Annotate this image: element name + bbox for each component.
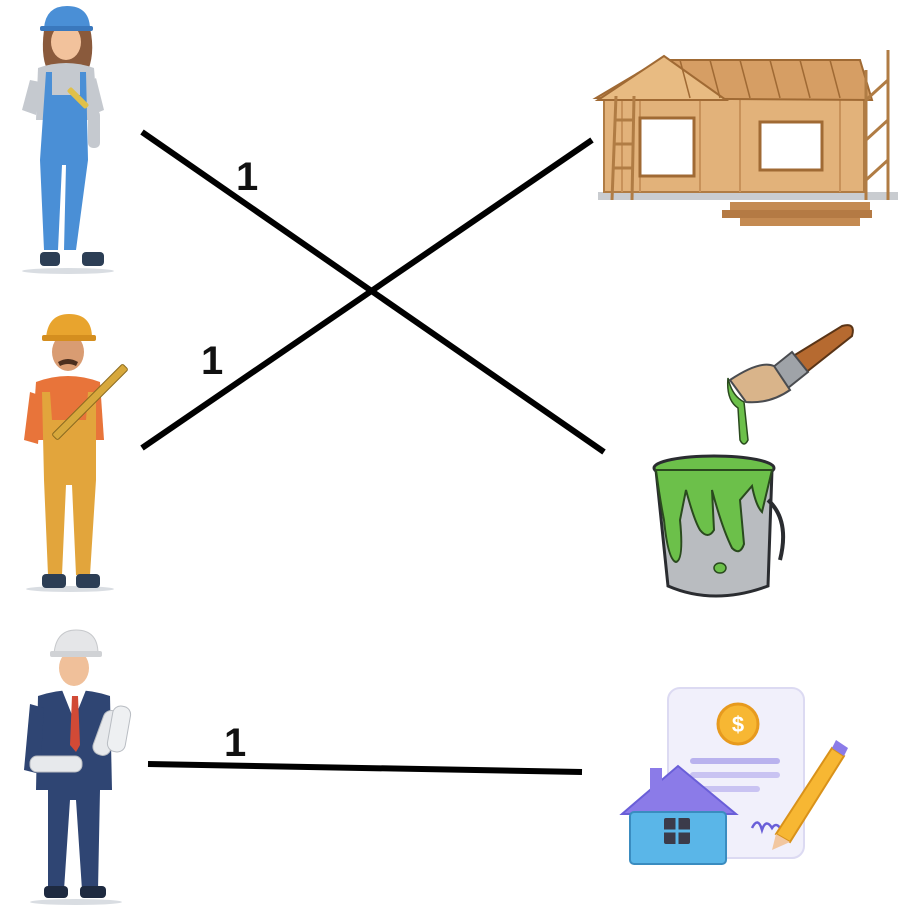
connection-label-3: 1 xyxy=(224,721,246,765)
house-frame-icon xyxy=(592,50,898,226)
svg-text:$: $ xyxy=(732,712,744,737)
house-contract-icon: $ xyxy=(619,687,848,865)
paint-bucket-brush-icon xyxy=(652,324,854,598)
engineer-with-blueprints-icon xyxy=(24,629,132,905)
connection-label-1: 1 xyxy=(236,155,258,199)
female-worker-icon xyxy=(22,6,114,274)
connection-label-2: 1 xyxy=(201,339,223,383)
connection-line-worker-man-house xyxy=(140,137,594,451)
connection-line-engineer-contract xyxy=(147,761,583,775)
male-carpenter-icon xyxy=(24,314,128,592)
